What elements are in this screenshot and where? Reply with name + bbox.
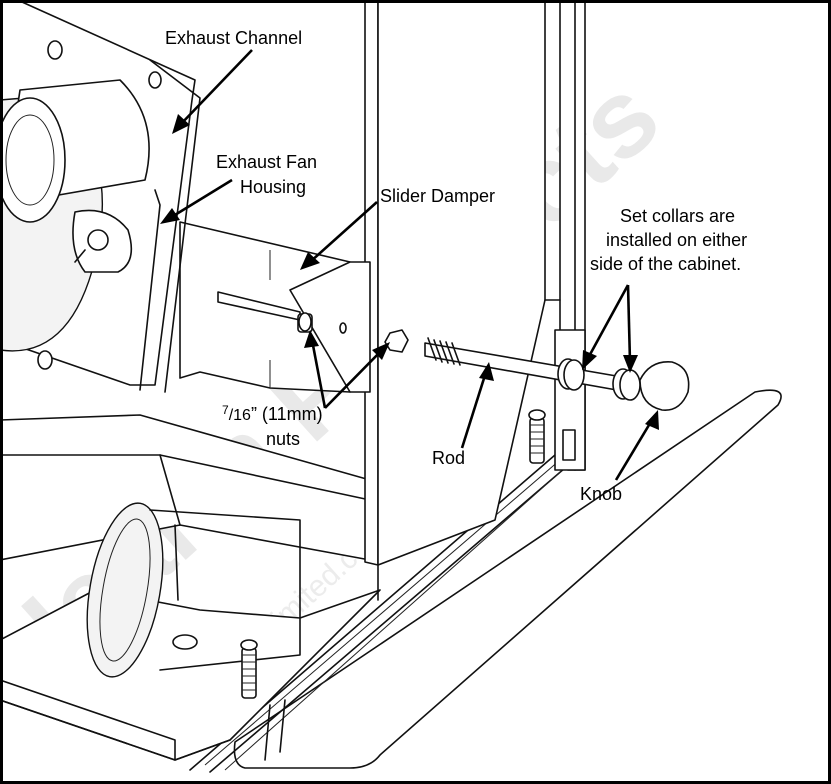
arrow-nut-damper: [310, 339, 327, 409]
label-set-collars-2: installed on either: [606, 230, 747, 250]
nuts-fraction: /16: [229, 407, 251, 424]
loose-nut: [384, 329, 409, 353]
label-nuts-1: 7/16” (11mm): [222, 403, 323, 424]
arrow-knob: [614, 419, 654, 481]
label-knob: Knob: [580, 484, 622, 504]
cabinet-wall-face: [377, 1, 546, 566]
label-set-collars-1: Set collars are: [620, 206, 735, 226]
label-slider-damper: Slider Damper: [380, 186, 495, 206]
set-collar-left: [557, 358, 585, 391]
arrow-set-collar-left: [585, 284, 630, 361]
callouts: Exhaust Channel Exhaust Fan Housing Slid…: [160, 28, 747, 504]
arrow-loose-nut: [324, 349, 383, 409]
label-rod: Rod: [432, 448, 465, 468]
label-exhaust-fan-housing-2: Housing: [240, 177, 306, 197]
arrow-exhaust-fan-housing: [169, 178, 233, 220]
base-plate: [233, 389, 782, 769]
rod-spring: [427, 337, 461, 366]
arrow-exhaust-channel: [179, 49, 253, 126]
arrow-set-collar-right: [626, 284, 632, 363]
stud-left: [240, 639, 258, 699]
label-nuts-2: nuts: [266, 429, 300, 449]
label-exhaust-channel: Exhaust Channel: [165, 28, 302, 48]
label-exhaust-fan-housing-1: Exhaust Fan: [216, 152, 317, 172]
exhaust-fan-housing-edge: [139, 189, 161, 391]
arrow-rod: [460, 371, 488, 449]
base-bolt: [172, 634, 198, 650]
nuts-size: ” (11mm): [251, 404, 323, 424]
stud-right: [528, 409, 546, 464]
motor-end: [0, 97, 66, 223]
arrow-slider-damper: [309, 201, 378, 263]
knob: [639, 361, 690, 411]
nut-on-damper: [297, 312, 313, 333]
nuts-superscript: 7: [222, 403, 229, 417]
set-collar-right: [612, 368, 641, 401]
label-set-collars-3: side of the cabinet.: [590, 254, 741, 274]
cabinet-drawing: [0, 1, 782, 773]
flue-tube-end: [86, 502, 164, 678]
